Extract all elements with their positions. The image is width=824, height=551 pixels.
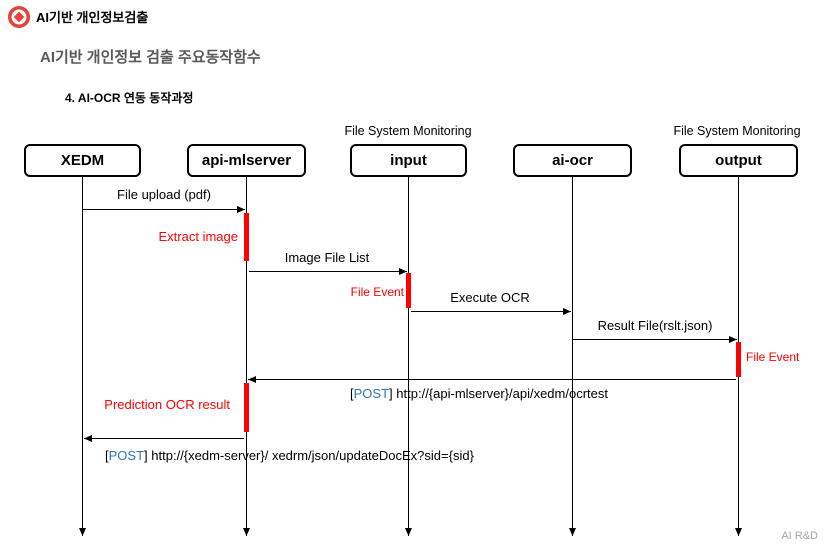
slide-title: AI기반 개인정보 검출 주요동작함수 [40,49,261,66]
bracket-close: ] [144,448,148,463]
logo-diamond [11,9,27,25]
activation-label-prediction-ocr-result: Prediction OCR result [104,397,230,412]
endpoint-url: http://{api-mlserver}/api/xedm/ocrtest [396,386,608,401]
http-method-post: POST [353,386,390,401]
message-label-post-ocrtest: [POST] http://{api-mlserver}/api/xedm/oc… [350,386,608,402]
activation-bar-input-file-event [406,273,411,308]
section-title: 4. AI-OCR 연동 동작과정 [65,91,194,105]
participant-output: output [679,144,798,177]
bracket-open: [ [350,386,354,401]
logo-circle [8,6,30,28]
participant-api-mlserver: api-mlserver [187,144,306,177]
activation-bar-extract-image [244,213,249,261]
bracket-close: ] [389,386,393,401]
message-label-result-file: Result File(rslt.json) [597,318,713,333]
footer-label: AI R&D [781,530,818,542]
note-input-file-system-monitoring: File System Monitoring [344,124,472,138]
activation-label-extract-image: Extract image [158,229,238,244]
note-output-file-system-monitoring: File System Monitoring [673,124,801,138]
bracket-open: [ [105,448,109,463]
message-label-file-upload: File upload (pdf) [117,187,211,202]
http-method-post: POST [108,448,145,463]
activation-label-input-file-event: File Event [350,285,404,299]
message-label-post-updatedocex: [POST] http://{xedm-server}/ xedrm/json/… [105,448,474,464]
message-label-execute-ocr: Execute OCR [450,290,530,305]
message-label-image-file-list: Image File List [284,250,370,265]
brand-logo-icon [8,6,30,28]
participant-ai-ocr: ai-ocr [513,144,632,177]
participant-input: input [350,144,467,177]
activation-label-output-file-event: File Event [746,350,800,364]
activation-bar-prediction [244,383,249,432]
endpoint-url: http://{xedm-server}/ xedrm/json/updateD… [151,448,474,463]
participant-xedm: XEDM [24,144,141,177]
app-title: AI기반 개인정보검출 [36,10,149,25]
activation-bar-output-file-event [736,342,741,377]
